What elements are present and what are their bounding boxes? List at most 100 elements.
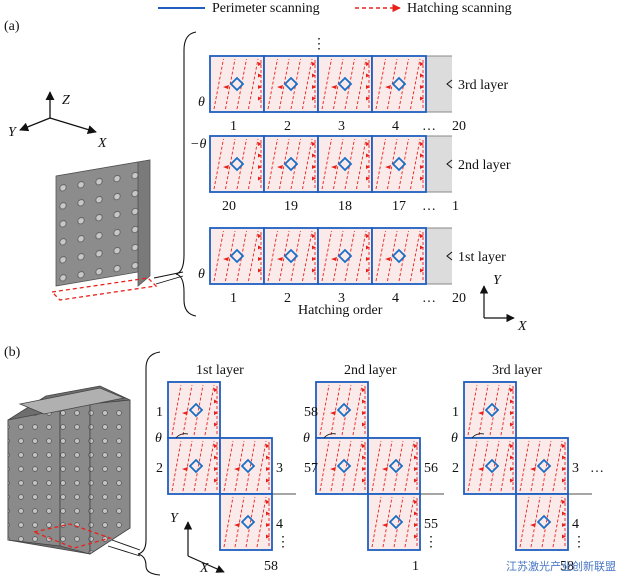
- start-arrow: [385, 257, 391, 261]
- remaining-region: [426, 56, 452, 112]
- layer-name-2: 2nd layer: [458, 158, 511, 173]
- hatch-arrowhead: [214, 455, 218, 460]
- hatch-arrowhead: [562, 444, 566, 448]
- hatch-arrowhead: [258, 96, 262, 101]
- hatch-arrowhead: [258, 268, 262, 273]
- cell-number: 3: [338, 291, 345, 306]
- diamond-marker: [484, 458, 500, 474]
- hatch-arrowhead: [266, 444, 270, 448]
- hatch-line: [171, 384, 182, 436]
- hatch-line: [302, 138, 313, 190]
- remaining-region: [426, 136, 452, 192]
- watermark: 江苏激光产业创新联盟: [506, 559, 616, 573]
- hatch-arrowhead: [214, 388, 218, 392]
- legend-hatching-label: Hatching scanning: [407, 1, 512, 16]
- hatch-line: [319, 440, 330, 492]
- hatch-line: [356, 58, 367, 110]
- diamond-marker: [283, 76, 299, 92]
- hatch-line: [552, 496, 563, 548]
- hatch-arrowhead: [414, 511, 418, 516]
- hatch-line: [382, 440, 393, 492]
- scan-cell: [463, 437, 517, 495]
- start-arrow: [223, 85, 229, 89]
- hatch-arrowhead: [266, 478, 270, 483]
- start-arrow: [182, 411, 188, 415]
- start-arrow: [385, 165, 391, 169]
- hatch-line: [171, 440, 182, 492]
- hatch-line: [356, 138, 367, 190]
- hatch-arrowhead: [366, 142, 370, 146]
- axes-2d-a: Y X: [479, 273, 527, 334]
- hatch-arrowhead: [562, 523, 566, 527]
- layer-name-3: 1st layer: [458, 250, 506, 265]
- cell-number: 4: [392, 291, 399, 306]
- scan-cell: [315, 437, 369, 495]
- diamond-marker: [336, 402, 352, 418]
- hatch-arrowhead: [258, 73, 262, 78]
- hatch-line: [256, 440, 267, 492]
- hatch-arrowhead: [420, 176, 424, 181]
- cell-number: 1: [230, 291, 237, 306]
- start-arrow: [234, 523, 240, 527]
- diamond-marker: [391, 248, 407, 264]
- hatch-arrowhead: [266, 511, 270, 516]
- cell-number: 1: [230, 119, 237, 134]
- hatch-arrowhead: [258, 234, 262, 238]
- hatch-arrowhead: [362, 399, 366, 404]
- hatch-line: [213, 58, 224, 110]
- scan-cell: [463, 381, 517, 439]
- hatch-line: [393, 440, 404, 492]
- hatch-line: [321, 138, 332, 190]
- hatch-arrowhead: [362, 411, 366, 415]
- hatch-line: [530, 496, 541, 548]
- cell-number-4: 4: [572, 517, 579, 532]
- hatch-arrowhead: [420, 73, 424, 78]
- scan-cell: [315, 381, 369, 439]
- hatch-line: [478, 384, 489, 436]
- vertical-dots-a: ⋮: [312, 37, 326, 52]
- scan-cell: [209, 227, 265, 285]
- hatch-line: [530, 440, 541, 492]
- hatch-line: [223, 496, 234, 548]
- scan-cell: [263, 227, 319, 285]
- axes-3d: Z Y X: [8, 91, 107, 151]
- cell-number: 2: [284, 291, 291, 306]
- hatch-line: [248, 138, 259, 190]
- cell-number-4: 55: [424, 517, 438, 532]
- hatch-arrowhead: [362, 422, 366, 427]
- diamond-marker: [337, 248, 353, 264]
- panel-b-label: (b): [4, 345, 21, 360]
- cell-number-2: 2: [452, 461, 459, 476]
- diamond-marker: [240, 514, 256, 530]
- hatch-line: [234, 496, 245, 548]
- hatch-line: [341, 384, 352, 436]
- hatch-line: [213, 230, 224, 282]
- hatch-arrowhead: [366, 85, 370, 89]
- hatch-arrowhead: [366, 245, 370, 250]
- angle-arc: [323, 433, 337, 439]
- axis-y2d-label-b: Y: [170, 511, 180, 526]
- hatch-arrowhead: [312, 257, 316, 261]
- diamond-marker: [337, 76, 353, 92]
- hatch-line: [204, 440, 215, 492]
- hatch-arrowhead: [414, 534, 418, 539]
- start-arrow: [277, 257, 283, 261]
- hatch-arrowhead: [420, 62, 424, 66]
- hatch-arrowhead: [266, 523, 270, 527]
- hatch-line: [500, 440, 511, 492]
- hatch-arrowhead: [510, 399, 514, 404]
- hatch-line: [182, 440, 193, 492]
- angle-label: θ: [198, 95, 205, 110]
- start-arrow: [330, 411, 336, 415]
- hatch-line: [541, 440, 552, 492]
- hatch-arrowhead: [562, 467, 566, 471]
- hatch-line: [519, 496, 530, 548]
- cell-number: …: [422, 119, 436, 134]
- hatch-arrowhead: [420, 153, 424, 158]
- cell-number: 19: [284, 199, 298, 214]
- hatch-line: [375, 138, 386, 190]
- start-arrow: [223, 165, 229, 169]
- hatch-arrowhead: [362, 444, 366, 448]
- layer-pointer: [446, 159, 453, 169]
